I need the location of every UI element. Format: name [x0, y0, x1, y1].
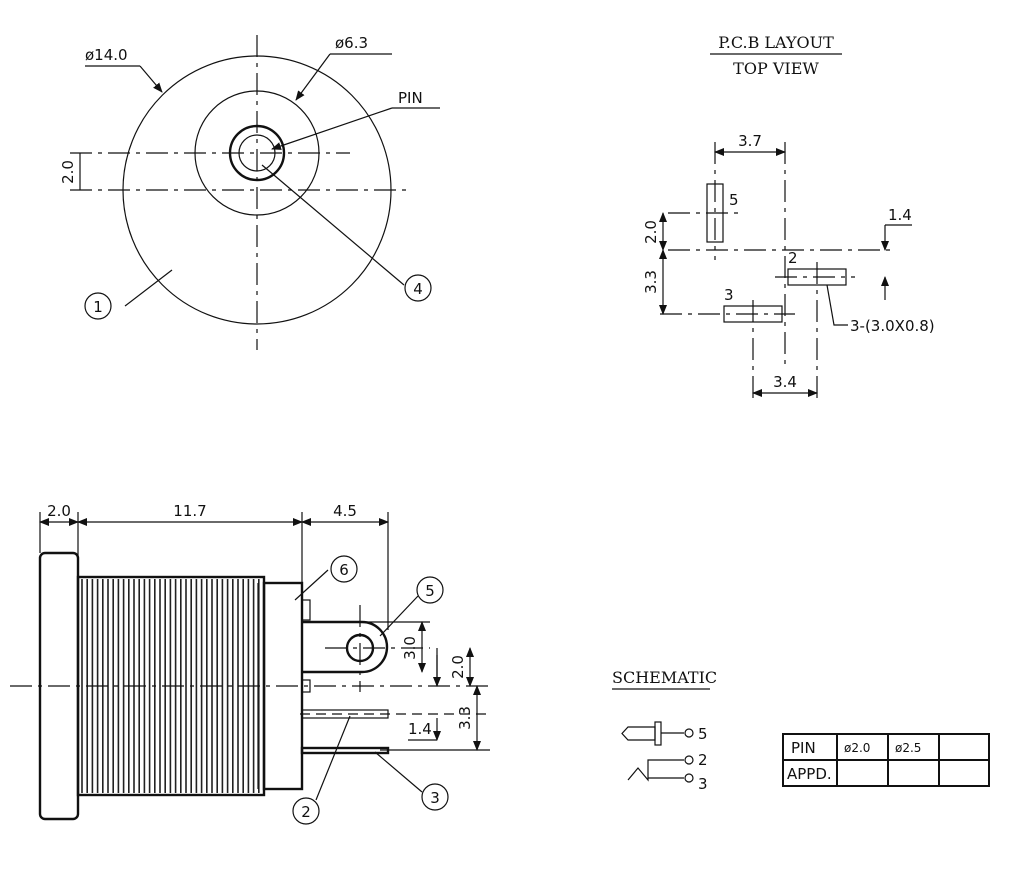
- rear-nub-lower: [301, 679, 311, 693]
- dim-lower: 3.3: [456, 706, 474, 730]
- callout-1-circle: [84, 292, 112, 320]
- schematic-plug-symbol: [621, 726, 656, 741]
- pad-5-label: 5: [729, 191, 739, 209]
- callout-4-circle: [404, 274, 432, 302]
- pad-3-label: 3: [724, 286, 734, 304]
- table-cell-appd: APPD.: [787, 765, 832, 783]
- schematic-pin-3-terminal: [684, 773, 694, 783]
- dim-thread: 11.7: [173, 502, 206, 520]
- callout-3-label: 3: [430, 789, 440, 807]
- callout-5-leader: [379, 595, 419, 637]
- approval-table: PIN ø2.0 ø2.5 APPD.: [782, 733, 990, 787]
- outer-dia-leader: [139, 65, 163, 93]
- callout-1-leader: [124, 269, 173, 307]
- front-offset-dim: 2.0: [59, 160, 77, 184]
- callout-5-circle: [416, 576, 444, 604]
- schematic-title: SCHEMATIC: [612, 668, 717, 687]
- pin-2: [301, 709, 389, 719]
- schematic-pin-3: 3: [698, 775, 708, 793]
- schematic-spring-contact: [627, 759, 684, 782]
- callout-1-label: 1: [93, 298, 103, 316]
- dim-1-4-pcb: 1.4: [888, 206, 912, 224]
- schematic-pin-5-terminal: [684, 728, 694, 738]
- dim-flange: 2.0: [47, 502, 71, 520]
- outer-diameter-label: ø14.0: [85, 46, 128, 64]
- pcb-title: P.C.B LAYOUT: [718, 33, 834, 52]
- pcb-layout: P.C.B LAYOUT TOP VIEW 3.7 2.0 3.3 1.4 3.…: [642, 33, 935, 400]
- callout-4-label: 4: [413, 280, 423, 298]
- callout-2-label: 2: [301, 803, 311, 821]
- callout-6-circle: [330, 555, 358, 583]
- callout-3-circle: [421, 783, 449, 811]
- dim-2-0-pcb: 2.0: [642, 220, 660, 244]
- dim-small: 1.4: [408, 720, 432, 738]
- dim-3-3-pcb: 3.3: [642, 270, 660, 294]
- pin-5-tab: [302, 620, 389, 674]
- inner-diameter-label: ø6.3: [335, 34, 368, 52]
- schematic-pin-2: 2: [698, 751, 708, 769]
- schematic-pin-2-terminal: [684, 755, 694, 765]
- front-view: 2.0 ø14.0 ø6.3 PIN 4 1: [59, 34, 440, 350]
- table-cell-dia-2-5: ø2.5: [895, 741, 921, 755]
- schematic: SCHEMATIC 5 2 3: [612, 668, 717, 793]
- pcb-subtitle: TOP VIEW: [733, 59, 819, 78]
- table-cell-dia-2-0: ø2.0: [844, 741, 870, 755]
- callout-5-label: 5: [425, 582, 435, 600]
- schematic-pin-5: 5: [698, 725, 708, 743]
- pin-leader: [271, 107, 393, 150]
- callout-2-leader: [315, 715, 351, 801]
- pad-note-leader: [826, 284, 848, 326]
- table-cell-pin: PIN: [791, 739, 816, 757]
- callout-6-label: 6: [339, 561, 349, 579]
- rear-nub: [301, 599, 311, 621]
- dim-pin: 4.5: [333, 502, 357, 520]
- callout-2-circle: [292, 797, 320, 825]
- side-view: 2.0 11.7 4.5 3.0 2.0 3.3 1.4 6 5 2: [10, 502, 490, 825]
- schematic-plug-collar: [654, 721, 662, 746]
- dim-center: 2.0: [449, 655, 467, 679]
- callout-6-leader: [294, 569, 329, 601]
- dim-hole: 3.0: [401, 636, 419, 660]
- callout-4-leader: [261, 164, 405, 286]
- pin-label: PIN: [398, 89, 423, 107]
- dim-3-7: 3.7: [738, 132, 762, 150]
- callout-3-leader: [374, 751, 423, 793]
- inner-dia-leader: [295, 53, 331, 101]
- dim-3-4: 3.4: [773, 373, 797, 391]
- pad-2-label: 2: [788, 249, 798, 267]
- pad-note: 3-(3.0X0.8): [850, 317, 935, 335]
